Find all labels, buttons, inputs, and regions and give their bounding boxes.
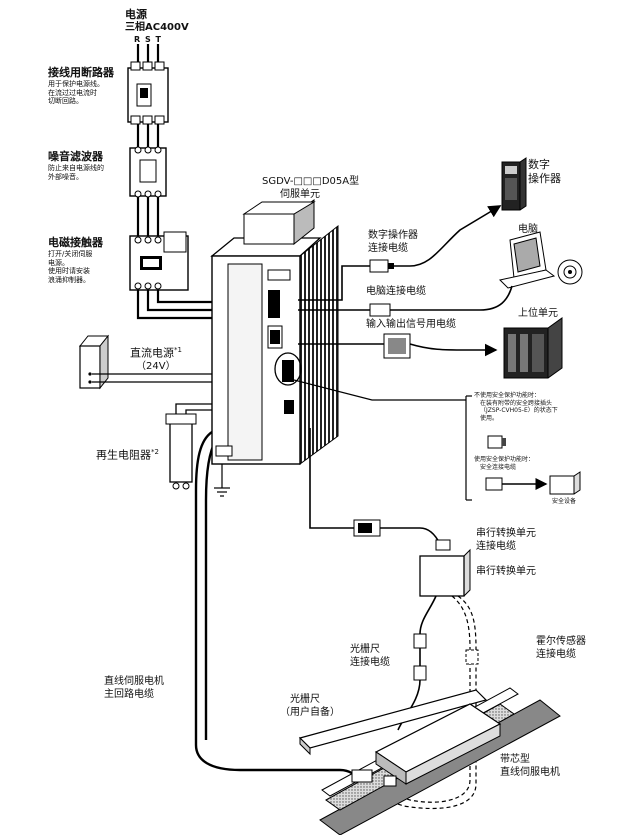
power-title: 电源 [125,8,147,21]
pc-cable-label: 电脑连接电缆 [366,286,426,297]
operator-cable-connector [369,259,394,273]
regen-resistor-label: 再生电阻器*2 [96,448,159,462]
safety-cable-note: 使用安全保护功能时： 安全连接电缆 [474,456,535,471]
noise-filter-label: 噪音滤波器 防止来自电源线的 外部噪音。 [48,150,104,181]
dc-power-voltage: （24V） [136,361,176,372]
scale-cable-connectors [413,633,427,681]
serial-converter-unit [419,539,471,597]
hall-sensor-cable [371,595,477,810]
motor-cable-label: 直线伺服电机 主回路电缆 [104,676,164,700]
safety-leader [293,379,472,501]
regenerative-resistor [165,413,197,490]
hall-sensor-label: 霍尔传感器 连接电缆 [536,636,586,660]
operator-cable-label: 数字操作器 连接电缆 [368,230,418,254]
dc-power-label: 直流电源*1 [130,346,182,360]
pc [498,231,583,289]
safety-note: 不使用安全保护功能时： 在装有附带的安全跨接插头 （JZSP-CVH05-E）的… [474,392,558,422]
motor-label: 带芯型 直线伺服电机 [500,754,560,778]
serial-unit-label: 串行转换单元 [476,566,536,577]
contactor-label: 电磁接触器 打开/关闭伺服 电源。 使用时请安装 浪涌抑制器。 [48,236,103,284]
pc-label: 电脑 [518,224,538,235]
io-cable-connector [383,333,411,359]
servo-model: SGDV-□□□D05A型 [262,176,360,187]
servo-name: 伺服单元 [280,189,320,200]
hall-sensor-connector [465,649,479,665]
dc-power-supply [78,334,110,390]
operator-cable [298,205,502,301]
dc-power-wires [92,373,212,383]
digital-operator-label: 数字 操作器 [528,158,561,185]
host-controller [503,317,563,379]
power-spec: 三相AC400V [125,22,189,33]
power-phases: R S T [134,35,162,44]
linear-scale [298,689,488,756]
safety-jumper-plug [487,435,506,449]
digital-operator [501,157,527,211]
servo-unit [210,199,339,465]
pc-cable-connector [369,303,391,317]
io-cable [298,343,498,357]
breaker-label: 接线用断路器 用于保护电源线。 在流过过电流时 切断回路。 [48,66,114,106]
circuit-breaker [127,61,169,125]
pc-cable [298,285,513,311]
safety-device-label: 安全设备 [552,498,577,505]
scale-label: 光栅尺 （用户自备） [280,694,340,718]
linear-motor [319,687,561,835]
host-label: 上位单元 [518,308,558,319]
io-cable-label: 输入输出信号用电缆 [366,319,456,330]
power-wiring [136,44,212,320]
noise-filter [129,146,167,198]
serial-cable-label: 串行转换单元 连接电缆 [476,528,536,552]
magnetic-contactor [129,231,189,291]
serial-converter-cable-connector [353,519,381,537]
scale-cable-label: 光栅尺 连接电缆 [350,644,390,668]
safety-cable [485,471,581,495]
resistor-wires [175,403,212,414]
